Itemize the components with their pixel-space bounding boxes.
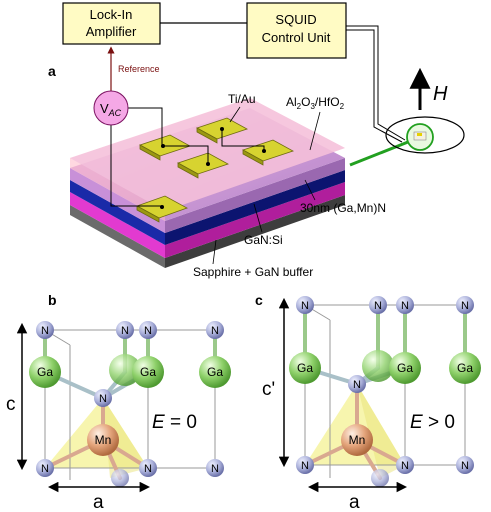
- lockin-label-1: Lock-In: [90, 7, 133, 22]
- n-atom: [139, 459, 157, 477]
- label-ti-au: Ti/Au: [228, 92, 256, 106]
- n-label: N: [99, 393, 107, 405]
- n-atom: [139, 321, 157, 339]
- n-atom: [206, 321, 224, 339]
- vac-label: VAC: [100, 101, 122, 118]
- ga-label: Ga: [397, 361, 413, 375]
- h-field-label: H: [433, 83, 448, 105]
- layer-gansi-side: [70, 192, 165, 258]
- n-label: N: [144, 463, 152, 475]
- n-label: N: [144, 325, 152, 337]
- n-atom: [296, 456, 314, 474]
- n-label: N: [374, 300, 382, 312]
- n-label: N: [121, 325, 129, 337]
- reference-label: Reference: [118, 64, 160, 74]
- n-atom: [116, 321, 134, 339]
- ga-atom: [29, 356, 61, 388]
- atoms-c: [289, 296, 481, 487]
- n-atom: [36, 459, 54, 477]
- n-atom: [371, 469, 389, 487]
- panel-b: b: [6, 292, 231, 512]
- n-label: N: [41, 325, 49, 337]
- squid-label-2: Control Unit: [262, 30, 331, 45]
- label-gansi: GaN:Si: [244, 233, 283, 247]
- n-atom: [111, 469, 129, 487]
- vac-source: [93, 90, 129, 126]
- n-atom: [206, 459, 224, 477]
- n-atom: [36, 321, 54, 339]
- n-label: N: [401, 460, 409, 472]
- n-atom: [396, 456, 414, 474]
- ga-atom: [289, 352, 321, 384]
- panel-a-letter: a: [48, 63, 56, 79]
- squid-control-box: [246, 2, 347, 59]
- lockin-amplifier-box: [62, 2, 161, 45]
- ga-atom: [109, 354, 141, 386]
- ga-label: Ga: [207, 365, 223, 379]
- n-atom: [94, 389, 112, 407]
- ga-atom: [389, 352, 421, 384]
- panel-c-letter: c: [255, 292, 263, 308]
- n-label: N: [211, 463, 219, 475]
- mn-atom: [341, 424, 373, 456]
- atoms-b: [29, 321, 231, 487]
- n-label: N: [301, 460, 309, 472]
- c-axis-label: c: [6, 394, 16, 415]
- n-atom: [396, 296, 414, 314]
- ga-label: Ga: [457, 361, 473, 375]
- lockin-label-2: Amplifier: [86, 24, 137, 39]
- panel-b-letter: b: [48, 292, 57, 308]
- mn-label: Mn: [95, 433, 112, 447]
- c-prime-axis-label: c': [262, 379, 275, 400]
- ga-label: Ga: [37, 365, 53, 379]
- n-atom: [348, 375, 366, 393]
- n-label: N: [353, 379, 361, 391]
- n-label: N: [461, 300, 469, 312]
- squid-sample-wire: [346, 25, 406, 141]
- sample-rod: [349, 140, 409, 167]
- atom-labels-c: N N N N Ga Ga Ga N Mn N N N: [297, 300, 473, 472]
- a-axis-label-c: a: [349, 492, 360, 512]
- layer-oxide-side: [70, 168, 165, 233]
- ga-atom: [362, 350, 394, 382]
- field-label-c: E > 0: [410, 412, 455, 433]
- panel-c: c: [255, 292, 481, 512]
- n-label: N: [41, 463, 49, 475]
- n-label: N: [301, 300, 309, 312]
- ga-atom: [449, 352, 481, 384]
- sample-ellipse: [385, 116, 465, 154]
- a-axis-label: a: [93, 492, 104, 512]
- squid-label-1: SQUID: [275, 12, 316, 27]
- mn-label: Mn: [349, 433, 366, 447]
- n-label: N: [211, 325, 219, 337]
- ga-label: Ga: [140, 365, 156, 379]
- label-substrate: Sapphire + GaN buffer: [193, 265, 313, 279]
- ga-label: Ga: [297, 361, 313, 375]
- layer-gamnn-side: [70, 180, 165, 245]
- mn-atom: [87, 424, 119, 456]
- n-atom: [296, 296, 314, 314]
- ga-atom: [132, 356, 164, 388]
- n-label: N: [401, 300, 409, 312]
- panel-a: Lock-In Amplifier SQUID Control Unit Ref…: [48, 2, 465, 279]
- n-label: N: [461, 460, 469, 472]
- label-oxide: Al2O3/HfO2: [286, 95, 345, 111]
- n-atom: [456, 456, 474, 474]
- field-label-b: E = 0: [152, 412, 197, 433]
- ga-atom: [199, 356, 231, 388]
- layer-sapphire-side: [70, 205, 165, 268]
- atom-labels-b: N N N N Ga Ga Ga N Mn N N N: [37, 325, 223, 475]
- n-atom: [369, 296, 387, 314]
- label-gamnn: 30nm (Ga,Mn)N: [300, 201, 386, 215]
- n-atom: [456, 296, 474, 314]
